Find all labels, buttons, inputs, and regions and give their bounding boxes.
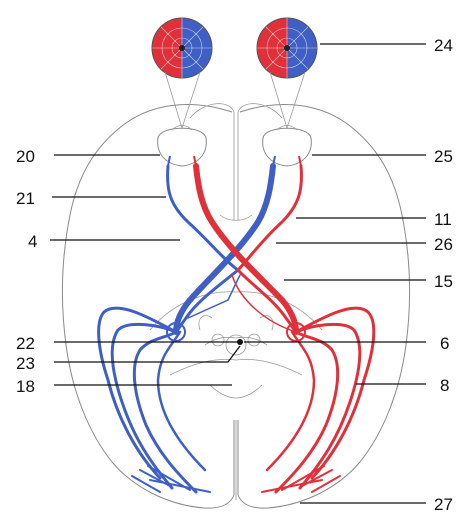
blue-visual-pathway [99, 166, 273, 492]
brain-outline [63, 104, 410, 509]
label-24: 24 [434, 36, 453, 55]
right-eye [263, 126, 312, 167]
right-labels: 24 25 11 26 15 6 8 27 [434, 36, 453, 514]
label-11: 11 [434, 210, 452, 229]
label-6: 6 [440, 334, 449, 353]
right-eye-visual-field [257, 18, 317, 78]
left-eye-visual-field [152, 18, 212, 78]
left-labels: 20 21 4 22 23 18 [16, 147, 37, 396]
label-21: 21 [16, 189, 35, 208]
label-26: 26 [434, 235, 453, 254]
left-eye [158, 126, 207, 167]
label-25: 25 [434, 147, 453, 166]
label-22: 22 [16, 334, 35, 353]
label-20: 20 [16, 147, 35, 166]
label-15: 15 [434, 272, 453, 291]
label-27: 27 [434, 495, 453, 514]
leader-23 [54, 346, 240, 362]
label-18: 18 [16, 377, 35, 396]
label-4: 4 [28, 232, 37, 251]
red-visual-pathway [196, 166, 374, 492]
label-8: 8 [440, 376, 449, 395]
label-23: 23 [16, 354, 35, 373]
lines-of-sight [165, 72, 305, 128]
